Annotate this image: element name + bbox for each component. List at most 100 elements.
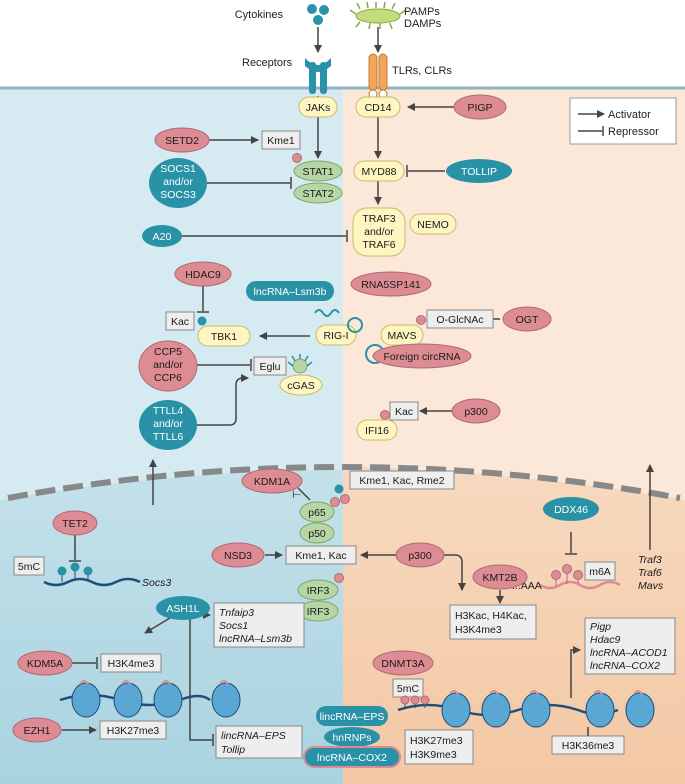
- svg-text:cGAS: cGAS: [287, 380, 314, 392]
- oglcnac-box: O-GlcNAc: [426, 309, 494, 329]
- stat2-node: STAT2: [293, 182, 343, 204]
- svg-text:TET2: TET2: [62, 518, 88, 530]
- mavs-node: MAVS: [380, 324, 424, 346]
- svg-text:lincRNA–EPS: lincRNA–EPS: [221, 730, 286, 742]
- svg-text:MAVS: MAVS: [388, 330, 417, 342]
- svg-text:and/or: and/or: [153, 418, 183, 430]
- legend-activator: Activator: [608, 109, 651, 121]
- stat1-mod-dot: [292, 153, 302, 163]
- p300-node-cyto: p300: [451, 398, 501, 424]
- lincrna-eps-node: lincRNA–EPS: [316, 706, 388, 726]
- kme1-kac-box: Kme1, Kac: [285, 545, 357, 565]
- pigp-gene-box: Pigp Hdac9 lncRNA–ACOD1 lncRNA–COX2: [584, 617, 676, 675]
- 5mc-box-socs3: 5mC: [13, 556, 45, 576]
- svg-text:H3Kac, H4Kac,: H3Kac, H4Kac,: [455, 610, 527, 622]
- svg-text:and/or: and/or: [163, 176, 193, 188]
- tlr-receptor-icon: [368, 53, 388, 99]
- svg-text:KDM1A: KDM1A: [254, 476, 290, 488]
- legend-repressor: Repressor: [608, 126, 659, 138]
- svg-text:lncRNA–ACOD1: lncRNA–ACOD1: [590, 647, 668, 659]
- svg-text:HDAC9: HDAC9: [185, 269, 221, 281]
- svg-text:hnRNPs: hnRNPs: [332, 732, 371, 744]
- svg-text:Tnfaip3: Tnfaip3: [219, 607, 254, 619]
- kac-box-tbk1: Kac: [165, 311, 195, 331]
- irf3-mod-dot: [334, 573, 344, 583]
- svg-text:Kme1, Kac: Kme1, Kac: [295, 550, 346, 562]
- svg-text:m6A: m6A: [589, 566, 611, 578]
- svg-text:IRF3: IRF3: [307, 606, 330, 618]
- kdm1a-node: KDM1A: [241, 468, 303, 494]
- svg-text:IFI16: IFI16: [365, 425, 389, 437]
- svg-text:RIG-I: RIG-I: [323, 330, 348, 342]
- svg-text:DNMT3A: DNMT3A: [381, 658, 424, 670]
- svg-text:TOLLIP: TOLLIP: [461, 166, 497, 178]
- cytokines-label: Cytokines: [235, 9, 284, 21]
- svg-text:A20: A20: [153, 231, 172, 243]
- nsd3-node: NSD3: [211, 542, 265, 568]
- svg-text:Kme1, Kac, Rme2: Kme1, Kac, Rme2: [359, 475, 444, 487]
- svg-text:p50: p50: [308, 528, 326, 540]
- svg-text:EZH1: EZH1: [24, 725, 51, 737]
- pigp-node: PIGP: [453, 94, 507, 120]
- svg-text:p300: p300: [464, 406, 488, 418]
- socs3-gene: Socs3: [142, 577, 171, 589]
- h3k4me3-box: H3K4me3: [100, 653, 162, 673]
- h3k36me3-box: H3K36me3: [551, 735, 625, 755]
- p65-mod-dot-2: [340, 494, 350, 504]
- ash1l-node: ASH1L: [156, 596, 210, 620]
- svg-text:MYD88: MYD88: [361, 166, 396, 178]
- svg-text:TRAF6: TRAF6: [362, 239, 395, 251]
- svg-text:SOCS3: SOCS3: [160, 189, 196, 201]
- myd88-node: MYD88: [353, 160, 405, 182]
- svg-text:lncRNA–COX2: lncRNA–COX2: [590, 660, 660, 672]
- svg-text:NSD3: NSD3: [224, 550, 252, 562]
- svg-text:CCP5: CCP5: [154, 346, 182, 358]
- tet2-node: TET2: [52, 510, 98, 536]
- rigi-node: RIG-I: [315, 324, 357, 346]
- svg-text:STAT2: STAT2: [302, 188, 333, 200]
- svg-text:TRAF3: TRAF3: [362, 213, 395, 225]
- 5mc-box-right: 5mC: [392, 678, 424, 698]
- svg-text:Kac: Kac: [395, 406, 413, 418]
- p65-mod-dot-3: [330, 497, 340, 507]
- tbk1-mod-dot: [197, 316, 207, 326]
- hnrnps-node: hnRNPs: [324, 727, 380, 747]
- svg-text:CD14: CD14: [365, 102, 392, 114]
- cd14-node: CD14: [355, 96, 401, 118]
- setd2-node: SETD2: [154, 127, 210, 153]
- repressed-genes-box: lincRNA–EPS Tollip: [215, 725, 303, 759]
- mrna-strand: [539, 564, 621, 590]
- svg-text:5mC: 5mC: [397, 683, 420, 695]
- svg-text:Hdac9: Hdac9: [590, 634, 621, 646]
- svg-text:lncRNA–Lsm3b: lncRNA–Lsm3b: [219, 633, 292, 645]
- h3k27me3-box-left: H3K27me3: [99, 720, 167, 740]
- legend-box: [569, 97, 677, 145]
- svg-text:KDM5A: KDM5A: [27, 658, 63, 670]
- cgas-node: cGAS: [279, 374, 323, 396]
- svg-text:H3K9me3: H3K9me3: [410, 749, 457, 761]
- h3kac-box: H3Kac, H4Kac, H3K4me3: [449, 604, 537, 640]
- svg-text:KMT2B: KMT2B: [482, 572, 517, 584]
- kmt2b-node: KMT2B: [472, 564, 528, 590]
- dnmt3a-node: DNMT3A: [372, 650, 434, 676]
- svg-text:SETD2: SETD2: [165, 135, 199, 147]
- mavs-gene: Mavs: [638, 580, 664, 592]
- svg-text:and/or: and/or: [153, 359, 183, 371]
- svg-text:SOCS1: SOCS1: [160, 163, 196, 175]
- receptors-label: Receptors: [242, 57, 293, 69]
- svg-text:ASH1L: ASH1L: [166, 603, 199, 615]
- svg-text:lncRNA–Lsm3b: lncRNA–Lsm3b: [254, 286, 327, 298]
- ifi16-mod-dot: [380, 410, 390, 420]
- svg-text:PIGP: PIGP: [467, 102, 492, 114]
- svg-text:TBK1: TBK1: [211, 331, 237, 343]
- svg-text:H3K27me3: H3K27me3: [107, 725, 160, 737]
- chromatin-right: [397, 690, 655, 728]
- tollip-node: TOLLIP: [446, 159, 512, 183]
- svg-text:DDX46: DDX46: [554, 504, 588, 516]
- a20-node: A20: [142, 225, 182, 247]
- mavs-mod-dot: [416, 315, 426, 325]
- tlrs-label: TLRs, CLRs: [392, 65, 452, 77]
- svg-text:CCP6: CCP6: [154, 372, 182, 384]
- irf3-node-b: IRF3: [297, 600, 339, 622]
